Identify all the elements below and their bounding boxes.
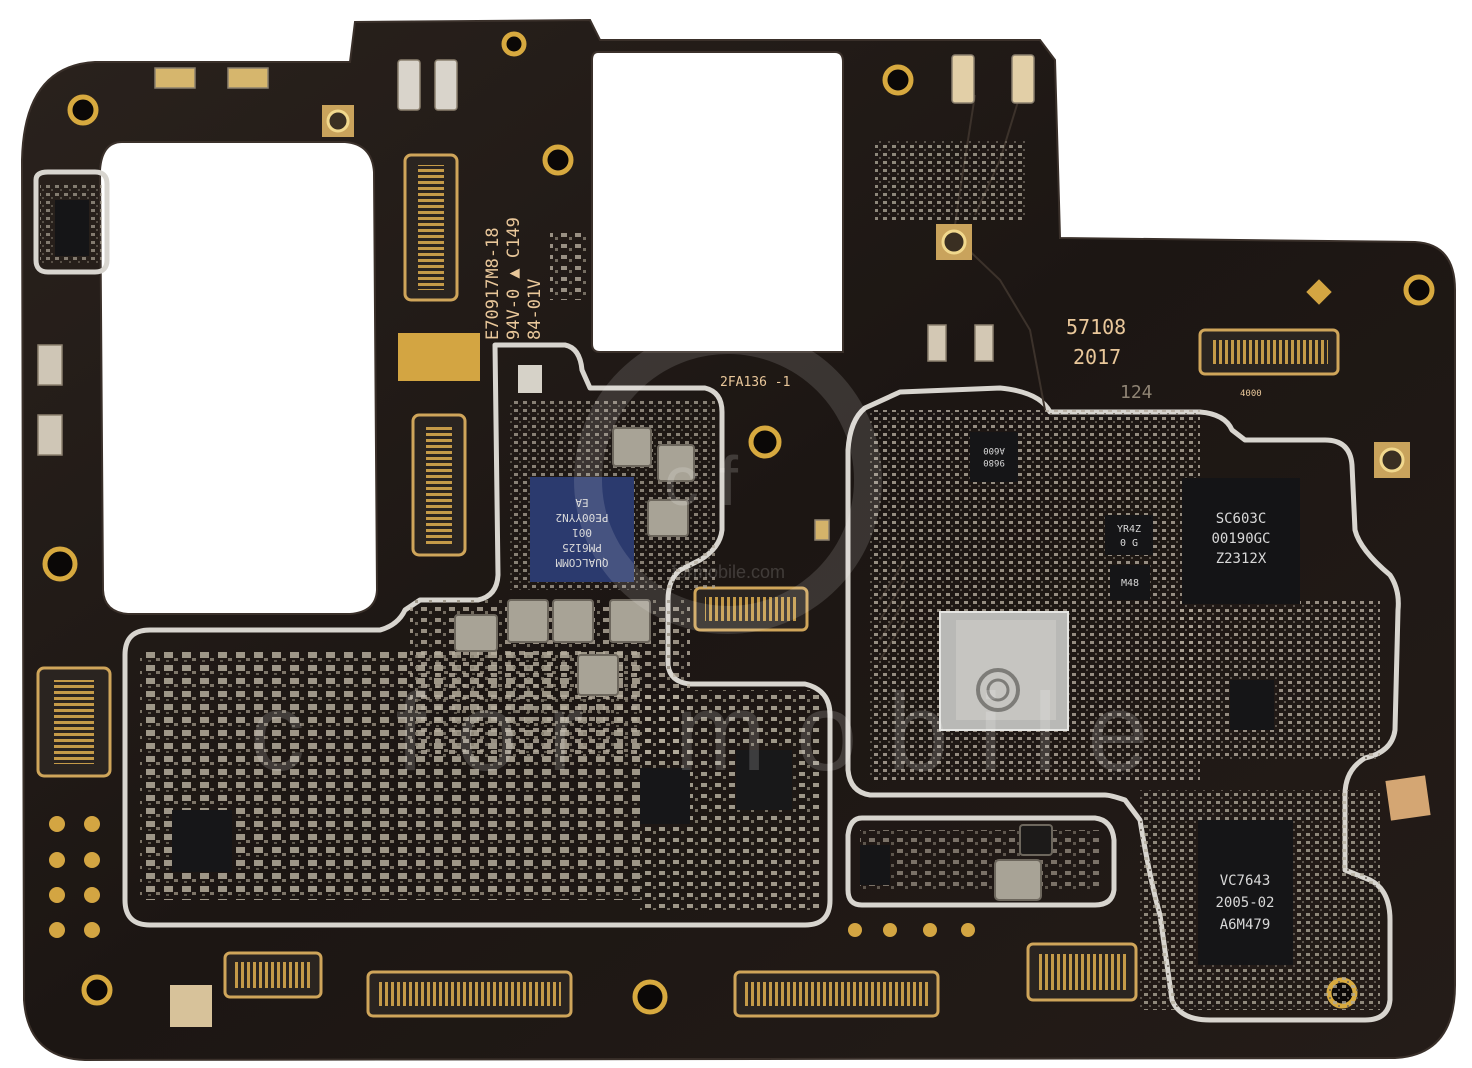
ic-chips (55, 200, 1300, 965)
marking-line1: E70917M8-18 (483, 227, 503, 340)
watermark-big: c for mobile (250, 671, 1179, 794)
marking-small-ref: 4000 (1240, 389, 1262, 399)
small-chip-labels: 9680 A600 YR4Z 0 G M48 (983, 445, 1141, 589)
soc-line1: SC603C (1216, 511, 1267, 527)
rf-line1: VC7643 (1220, 873, 1271, 889)
inductors (454, 427, 1053, 901)
watermark: c f formobile.com c for mobile (250, 326, 1179, 794)
small2-line2: 0 G (1120, 538, 1138, 549)
marking-ref: 124 (1120, 382, 1153, 403)
soc-line3: Z2312X (1216, 551, 1267, 567)
pmic-line2: PM6125 (562, 541, 602, 554)
watermark-logo: c f (664, 442, 738, 520)
pmic-line5: EA (575, 496, 589, 509)
spring-contacts (37, 54, 1035, 541)
silkscreen-vertical: E70917M8-18 94V-0 ▲ C149 84-01V (483, 217, 545, 340)
small1-line1: 9680 (983, 457, 1005, 467)
pmic-label: QUALCOMM PM6125 001 PE00YYN2 EA (555, 496, 608, 569)
marking-batch-number: 57108 (1066, 315, 1126, 339)
marking-code: 2FA136 -1 (720, 375, 790, 390)
soc-label: SC603C 00190GC Z2312X (1211, 511, 1270, 567)
soc-heat-spreader (939, 611, 1069, 731)
rf-coax-sockets (322, 105, 1410, 478)
watermark-site: formobile.com (672, 562, 785, 582)
small3-line1: M48 (1121, 578, 1139, 589)
marking-line3: 84-01V (525, 279, 545, 340)
pmic-line4: PE00YYN2 (556, 511, 609, 524)
connectors (36, 153, 1340, 1018)
rf-line2: 2005-02 (1215, 895, 1274, 911)
small2-line1: YR4Z (1117, 524, 1141, 535)
marking-year: 2017 (1073, 345, 1121, 369)
rf-chip-label: VC7643 2005-02 A6M479 (1215, 873, 1274, 933)
test-pads (49, 279, 1431, 1027)
pmic-line3: 001 (572, 526, 592, 539)
pmic-line1: QUALCOMM (555, 556, 608, 569)
small1-line2: A600 (983, 445, 1005, 455)
rf-line3: A6M479 (1220, 917, 1271, 933)
marking-line2: 94V-0 ▲ C149 (504, 217, 524, 340)
soc-line2: 00190GC (1211, 531, 1270, 547)
